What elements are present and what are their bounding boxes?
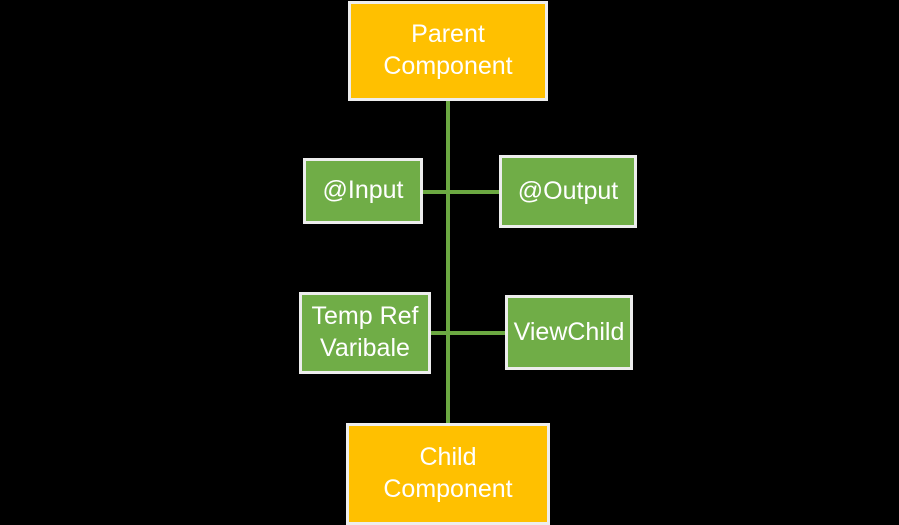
parent-component-node: Parent Component bbox=[348, 1, 548, 101]
input-decorator-label: @Input bbox=[322, 176, 404, 205]
viewchild-label: ViewChild bbox=[513, 317, 625, 346]
tempref-to-viewchild-connector-line bbox=[429, 331, 507, 335]
viewchild-node: ViewChild bbox=[505, 295, 633, 370]
child-component-label: Child Component bbox=[383, 443, 513, 503]
input-decorator-node: @Input bbox=[303, 158, 423, 224]
output-decorator-label: @Output bbox=[517, 176, 619, 205]
parent-component-label: Parent Component bbox=[383, 20, 513, 80]
parent-to-child-connector-line bbox=[446, 101, 450, 423]
child-component-node: Child Component bbox=[346, 423, 550, 525]
output-decorator-node: @Output bbox=[499, 155, 637, 228]
temp-ref-variable-label: Temp Ref Varibale bbox=[311, 302, 419, 362]
temp-ref-variable-node: Temp Ref Varibale bbox=[299, 292, 431, 374]
input-to-output-connector-line bbox=[421, 190, 501, 194]
